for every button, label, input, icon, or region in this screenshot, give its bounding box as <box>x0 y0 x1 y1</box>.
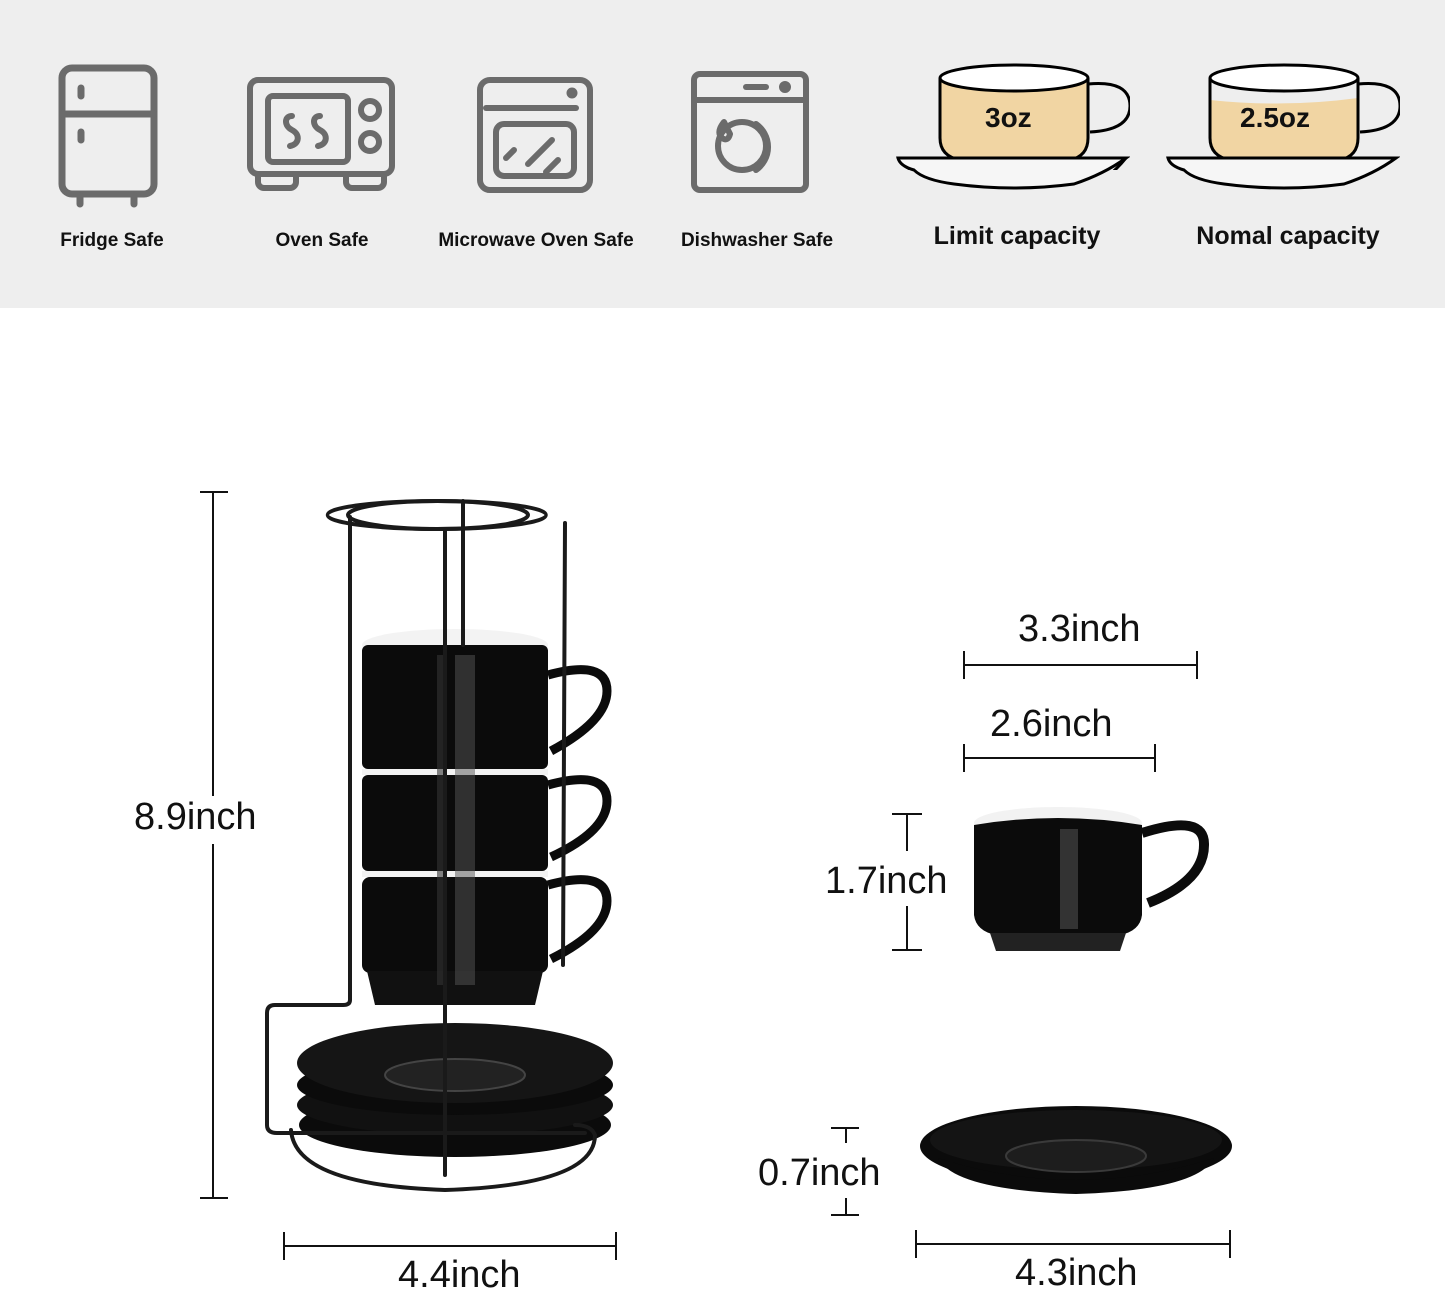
dim-saucer-width-label: 4.3inch <box>1015 1252 1138 1294</box>
saucer-outline <box>1166 156 1400 190</box>
saucer-outline <box>896 156 1130 190</box>
feature-oven-safe: Oven Safe <box>220 0 420 308</box>
dim-cup-outer-width-cap-right <box>1196 651 1198 679</box>
dim-cup-height-cap-bottom <box>892 949 922 951</box>
dim-cup-height-line-bottom <box>906 906 908 950</box>
feature-microwave-safe: Microwave Oven Safe <box>420 0 660 308</box>
feature-label: Dishwasher Safe <box>680 230 834 251</box>
feature-fridge-safe: Fridge Safe <box>0 0 220 308</box>
saucer-stack <box>297 1023 613 1157</box>
capacity-amount: 2.5oz <box>1240 102 1311 133</box>
single-saucer-illustration <box>920 1106 1232 1194</box>
capacity-label: Nomal capacity <box>1196 222 1380 250</box>
capacity-label: Limit capacity <box>933 222 1101 250</box>
capacity-limit: 3oz Limit capacity <box>880 0 1150 308</box>
feature-label: Fridge Safe <box>60 230 164 251</box>
dim-saucer-width-cap-right <box>1229 1230 1231 1258</box>
dim-stack-width-line <box>284 1245 616 1247</box>
capacity-normal: 2.5oz Nomal capacity <box>1150 0 1430 308</box>
dim-cup-outer-width-cap-left <box>963 651 965 679</box>
single-cup-illustration <box>974 807 1209 951</box>
cup-partial-illustration <box>1208 63 1400 162</box>
feature-label: Oven Safe <box>275 230 369 251</box>
feature-label: Microwave Oven Safe <box>438 230 634 251</box>
dim-cup-rim-width-cap-right <box>1154 744 1156 772</box>
dim-stack-width-label: 4.4inch <box>398 1254 521 1296</box>
fridge-icon <box>58 64 158 208</box>
dim-stack-height-label: 8.9inch <box>134 796 257 838</box>
dim-saucer-height-label: 0.7inch <box>758 1152 881 1194</box>
dim-stack-width-cap-right <box>615 1232 617 1260</box>
dim-cup-rim-width-label: 2.6inch <box>990 703 1113 745</box>
dim-stack-width-cap-left <box>283 1232 285 1260</box>
dim-cup-height-label: 1.7inch <box>825 860 948 902</box>
dishwasher-icon <box>691 71 809 193</box>
dim-saucer-height-line-top <box>845 1127 847 1143</box>
stacked-cups-rack-illustration <box>265 499 613 1193</box>
dim-cup-height-line-top <box>906 813 908 851</box>
cup-stack <box>362 629 612 1005</box>
dim-cup-rim-width-line <box>964 757 1155 759</box>
dim-cup-rim-width-cap-left <box>963 744 965 772</box>
dim-cup-outer-width-label: 3.3inch <box>1018 608 1141 650</box>
microwave-icon <box>477 77 593 193</box>
dim-saucer-height-cap-bottom <box>831 1214 859 1216</box>
dim-stack-height-cap-bottom <box>200 1197 228 1199</box>
capacity-amount: 3oz <box>985 102 1032 133</box>
dim-stack-height-cap-top <box>200 491 228 493</box>
feature-dishwasher-safe: Dishwasher Safe <box>660 0 860 308</box>
dim-stack-height-line-top <box>212 492 214 796</box>
dim-saucer-width-cap-left <box>915 1230 917 1258</box>
oven-icon <box>247 77 395 191</box>
dim-cup-outer-width-line <box>964 664 1197 666</box>
dim-saucer-height-line-bottom <box>845 1198 847 1214</box>
dim-saucer-width-line <box>916 1243 1230 1245</box>
dim-stack-height-line-bottom <box>212 844 214 1198</box>
